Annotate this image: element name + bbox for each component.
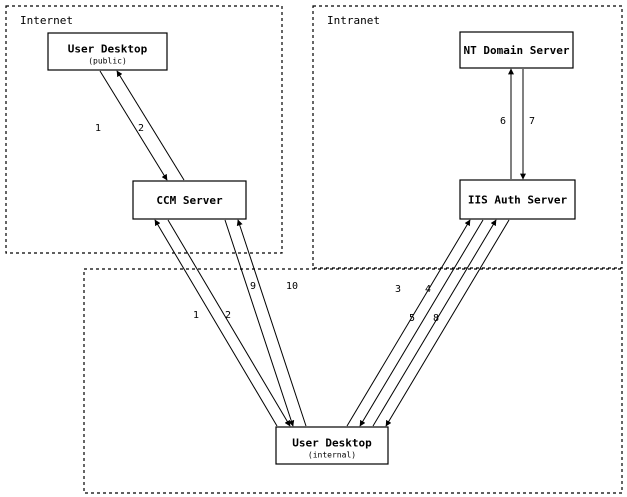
flow-arrow-e2b xyxy=(167,219,291,427)
flow-label-e1b: 1 xyxy=(193,310,199,321)
zone-boundaries: Internet Intranet xyxy=(5,5,623,494)
flow-label-e1: 1 xyxy=(95,123,101,134)
zone-internal xyxy=(83,268,623,494)
node-title-iis-auth-server: IIS Auth Server xyxy=(468,194,568,207)
flow-label-e2: 2 xyxy=(138,123,144,134)
node-subtitle-user-desktop-public: (public) xyxy=(88,57,127,66)
node-box-user-desktop-internal[interactable] xyxy=(275,426,389,465)
flow-arrow-e3 xyxy=(346,219,471,427)
zone-border-internet xyxy=(5,5,283,254)
node-user-desktop-public[interactable]: User Desktop(public) xyxy=(47,32,168,71)
zone-intranet: Intranet xyxy=(312,5,623,269)
zone-internet: Internet xyxy=(5,5,283,254)
node-box-ccm-server[interactable] xyxy=(132,180,247,220)
node-box-nt-domain-server[interactable] xyxy=(459,31,574,69)
node-title-ccm-server: CCM Server xyxy=(156,194,223,207)
zone-border-internal xyxy=(83,268,623,494)
node-title-nt-domain-server: NT Domain Server xyxy=(464,44,570,57)
node-box-user-desktop-public[interactable] xyxy=(47,32,168,71)
flow-arrow-e1b xyxy=(154,219,278,427)
flow-label-e3: 3 xyxy=(395,284,401,295)
flow-arrow-e9 xyxy=(224,219,295,427)
node-subtitle-user-desktop-internal: (internal) xyxy=(308,451,356,460)
node-iis-auth-server[interactable]: IIS Auth Server xyxy=(459,179,576,220)
zone-border-intranet xyxy=(312,5,623,269)
flow-arrow-e10 xyxy=(236,219,307,427)
flow-label-e2b: 2 xyxy=(225,310,231,321)
flow-label-e9: 9 xyxy=(250,281,256,292)
flow-arrow-e5 xyxy=(372,219,497,427)
zone-label-intranet: Intranet xyxy=(327,14,380,27)
node-title-user-desktop-public: User Desktop xyxy=(68,43,148,56)
node-nt-domain-server[interactable]: NT Domain Server xyxy=(459,31,574,69)
flow-arrow-e8 xyxy=(385,219,510,427)
flow-label-e5: 5 xyxy=(409,313,415,324)
flow-label-e4: 4 xyxy=(425,284,431,295)
flow-label-e10: 10 xyxy=(286,281,298,292)
node-user-desktop-internal[interactable]: User Desktop(internal) xyxy=(275,426,389,465)
flow-step-labels: 1 2 3 4 5 8 6 7 9 10 1 2 xyxy=(95,116,535,324)
flow-arrow-e4 xyxy=(359,219,484,427)
node-box-iis-auth-server[interactable] xyxy=(459,179,576,220)
flow-arrows xyxy=(99,68,526,427)
zone-label-internet: Internet xyxy=(20,14,73,27)
flow-label-e6: 6 xyxy=(500,116,506,127)
node-title-user-desktop-internal: User Desktop xyxy=(292,437,372,450)
flow-label-e8: 8 xyxy=(433,313,439,324)
flow-arrow-e1 xyxy=(99,70,168,181)
flow-arrow-e2 xyxy=(116,70,185,181)
flow-label-e7: 7 xyxy=(529,116,535,127)
node-ccm-server[interactable]: CCM Server xyxy=(132,180,247,220)
